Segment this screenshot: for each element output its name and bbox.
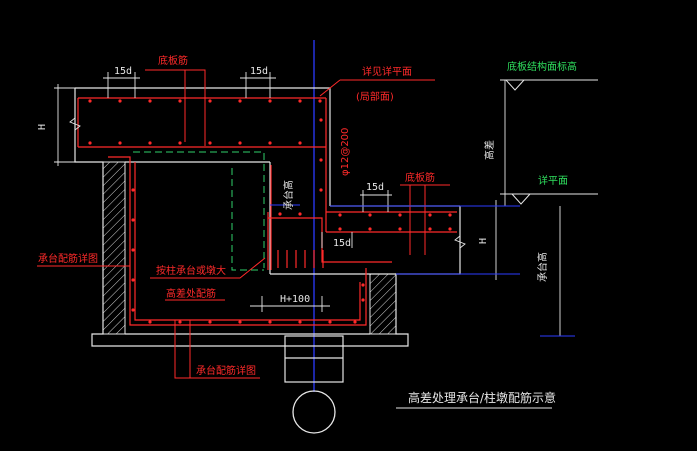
rebar-dots [88,99,452,324]
label-cap-height-right: 承台高 [536,252,549,282]
right-wall-hatch [369,273,397,335]
blue-reference-lines [270,204,575,337]
label-elev-diff: 高差 [483,140,496,160]
anchor-dimension-lines [54,72,570,337]
label-rebar-per-cap: 按柱承台或墩大 [156,264,226,277]
label-dim-H100: H+100 [280,294,310,305]
pile-cap-stub [284,335,344,383]
label-detail-plane: 详平面 [538,174,568,187]
rebar-lines [77,97,457,326]
label-anchor-top-left: 15d [114,66,132,77]
label-bottom-rebar-right: 底板筋 [405,171,435,184]
label-slab-top-elev: 底板结构面标高 [507,60,577,73]
label-dim-H-left: H [37,124,48,130]
drawing-caption: 高差处理承台/柱墩配筋示意 [408,390,556,405]
label-anchor-mid-right: 15d [366,182,384,193]
label-pit-bottom-rebar: 高差处配筋 [166,287,216,300]
left-wall-hatch [102,161,126,335]
leader-lines [37,69,450,379]
label-bottom-rebar-left: 底板筋 [158,54,188,67]
dashed-inner-outline [133,151,265,271]
label-anchor-top-mid: 15d [250,66,268,77]
label-dim-H-right: H [478,238,489,244]
label-anchor-lower: 15d [333,238,351,249]
pile-circle [292,390,336,434]
annotation-labels: 底板筋 详见详平面 (局部面) 底板结构面标高 详平面 底板筋 φ12@200 … [37,54,577,405]
label-cap-rebar-bottom: 承台配筋详图 [196,364,256,377]
label-cap-height-mid: 承台高 [282,180,295,210]
label-rebar-spec: φ12@200 [340,128,351,176]
label-see-detail: 详见详平面 [362,65,412,78]
label-cap-rebar-left: 承台配筋详图 [38,252,98,265]
elevation-markers [500,79,598,205]
label-see-detail-sub: (局部面) [356,90,394,103]
